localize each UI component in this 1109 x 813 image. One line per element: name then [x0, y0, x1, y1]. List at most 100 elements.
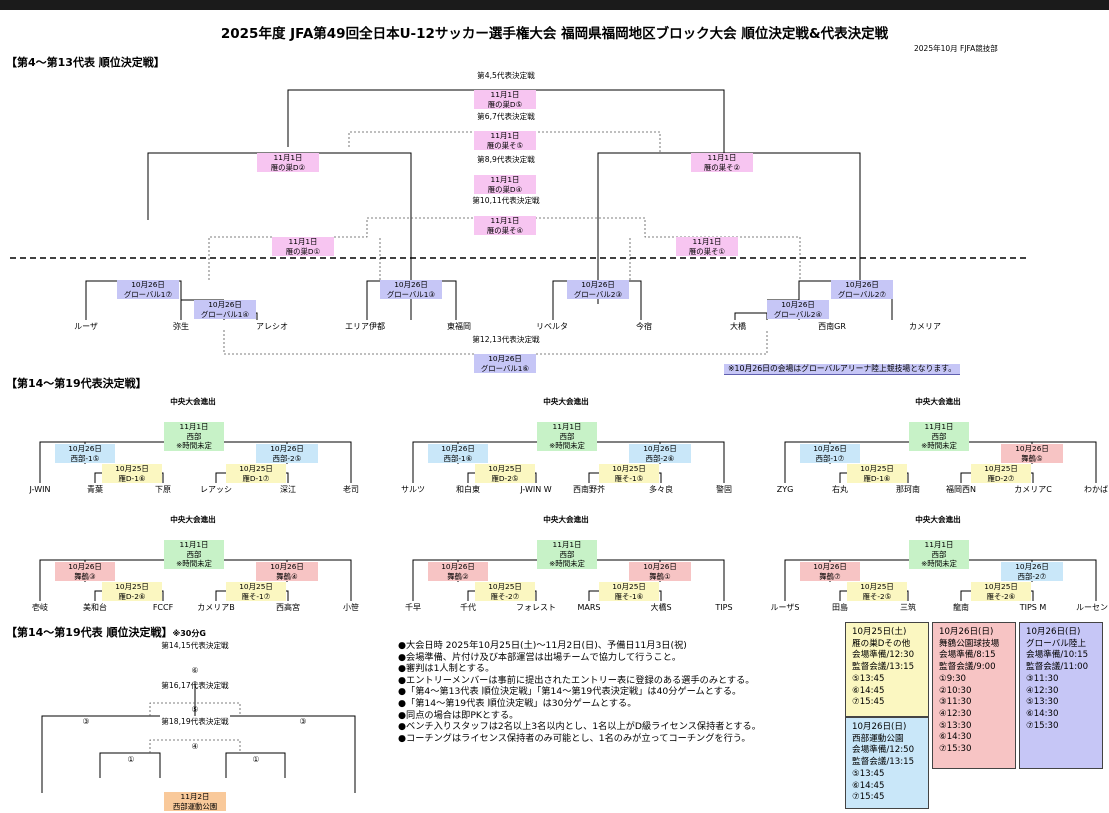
team-name: カメリアC — [1014, 485, 1052, 494]
label-8-9: 第8,9代表決定戦 — [477, 155, 535, 164]
team-name: 美和台 — [83, 603, 107, 612]
center-match-box: 11月1日西部※時間未定 — [537, 540, 597, 569]
team-name: アレシオ — [256, 322, 288, 331]
match-box-g2-7: 10月26日グローバル2⑦ — [831, 280, 893, 300]
center-match-box: 11月1日西部※時間未定 — [537, 422, 597, 451]
team-name: 西南野芥 — [573, 485, 605, 494]
team-name: リベルタ — [536, 322, 568, 331]
match-number: ⑤ — [191, 705, 199, 714]
team-name: 弥生 — [173, 322, 189, 331]
match-box-right-s1: 11月1日雁の巣そ① — [676, 237, 738, 257]
match-number: ④ — [191, 742, 199, 751]
match-box-left-d2: 11月1日雁の巣D② — [257, 153, 319, 173]
advance-label: 中央大会進出 — [170, 515, 216, 524]
right-quarter-box: 10月26日西部-2⑦ — [1001, 562, 1063, 582]
advance-label: 中央大会進出 — [170, 397, 216, 406]
page-title: 2025年度 JFA第49回全日本U-12サッカー選手権大会 福岡県福岡地区ブロ… — [220, 26, 889, 42]
team-name: 那珂南 — [896, 485, 920, 494]
advance-label: 中央大会進出 — [915, 397, 961, 406]
team-name: 警固 — [716, 485, 732, 494]
left-match-box: 10月25日雁そ-2⑦ — [475, 582, 535, 602]
label-6-7: 第6,7代表決定戦 — [477, 112, 535, 121]
team-name: レアッシ — [200, 485, 232, 494]
team-name: 壱岐 — [32, 603, 48, 612]
advance-label: 中央大会進出 — [915, 515, 961, 524]
right-quarter-box: 10月26日舞鶴④ — [256, 562, 318, 582]
team-name: 大橋S — [650, 603, 672, 612]
match-box-8-9: 11月1日雁の巣D④ — [474, 175, 536, 195]
label-14-15: 第14,15代表決定戦 — [161, 641, 229, 650]
rules-list: ●大会日時 2025年10月25日(土)～11月2日(日)、予備日11月3日(祝… — [398, 640, 761, 744]
team-name: J-WIN W — [520, 485, 552, 494]
match-box-g2-4: 10月26日グローバル2④ — [767, 300, 829, 320]
team-name: ルーザS — [770, 603, 800, 612]
match-box-g1-3: 10月26日グローバル1③ — [380, 280, 442, 300]
match-box-4-5: 11月1日雁の巣D⑤ — [474, 90, 536, 110]
label-4-5: 第4,5代表決定戦 — [477, 71, 535, 80]
match-box-10-11: 11月1日雁の巣そ④ — [474, 216, 536, 236]
center-match-box: 11月1日西部※時間未定 — [164, 422, 224, 451]
match-box-right-s2: 11月1日雁の巣そ② — [691, 153, 753, 173]
team-name: 右丸 — [832, 485, 848, 494]
left-match-box: 10月25日雁D-2⑤ — [475, 464, 535, 484]
team-name: フォレスト — [516, 603, 556, 612]
match-number: ⑥ — [191, 666, 199, 675]
left-match-box: 10月25日雁D-1⑥ — [847, 464, 907, 484]
team-name: 千早 — [405, 603, 421, 612]
match-number: ③ — [299, 717, 307, 726]
left-quarter-box: 10月26日舞鶴⑦ — [800, 562, 860, 582]
advance-label: 中央大会進出 — [543, 515, 589, 524]
team-name: 東福岡 — [447, 322, 471, 331]
right-match-box: 10月25日雁D-1⑦ — [226, 464, 286, 484]
match-box-left-d1: 11月1日雁の巣D① — [272, 237, 334, 257]
team-name: ルーセント — [1076, 603, 1109, 612]
match-number: ① — [252, 755, 260, 764]
team-name: 三筑 — [900, 603, 916, 612]
match-box-g1-6: 10月26日グローバル1⑥ — [474, 354, 536, 374]
team-name: ZYG — [776, 485, 794, 494]
right-match-box: 10月25日雁そ-1⑥ — [599, 582, 659, 602]
team-name: カメリアB — [197, 603, 235, 612]
team-name: 下原 — [155, 485, 171, 494]
right-quarter-box: 10月26日西部-2⑤ — [256, 444, 318, 464]
team-name: 深江 — [280, 485, 296, 494]
team-name: 今宿 — [636, 322, 652, 331]
team-name: 龍南 — [953, 603, 969, 612]
match-box-6-7: 11月1日雁の巣そ⑤ — [474, 131, 536, 151]
team-name: 福岡西N — [946, 485, 976, 494]
team-name: J-WIN — [29, 485, 51, 494]
team-name: わかば — [1084, 485, 1108, 494]
team-name: 老司 — [343, 485, 359, 494]
left-quarter-box: 10月26日西部-1⑥ — [428, 444, 488, 464]
team-name: TIPS — [715, 603, 733, 612]
date-org: 2025年10月 FJFA競技部 — [914, 44, 998, 53]
left-quarter-box: 10月26日舞鶴② — [428, 562, 488, 582]
match-box-g1-7: 10月26日グローバル1⑦ — [117, 280, 179, 300]
section1-title: 【第4～第13代表 順位決定戦】 — [6, 56, 165, 69]
team-name: ルーザ — [74, 322, 98, 331]
match-box-g1-4: 10月26日グローバル1④ — [194, 300, 256, 320]
left-quarter-box: 10月26日西部-1⑤ — [55, 444, 115, 464]
left-quarter-box: 10月26日舞鶴③ — [55, 562, 115, 582]
label-16-17: 第16,17代表決定戦 — [161, 681, 229, 690]
center-match-box: 11月1日西部※時間未定 — [909, 422, 969, 451]
team-name: 小笹 — [343, 603, 359, 612]
center-match-box: 11月1日西部※時間未定 — [909, 540, 969, 569]
label-18-19: 第18,19代表決定戦 — [161, 717, 229, 726]
left-match-box: 10月25日雁そ-2⑤ — [847, 582, 907, 602]
top-bar — [0, 0, 1109, 10]
team-name: TIPS M — [1019, 603, 1047, 612]
label-10-11: 第10,11代表決定戦 — [472, 196, 540, 205]
team-name: 田島 — [832, 603, 848, 612]
team-name: 千代 — [460, 603, 476, 612]
match-number: ③ — [82, 717, 90, 726]
left-match-box: 10月25日雁D-2⑥ — [102, 582, 162, 602]
team-name: 青葉 — [87, 485, 103, 494]
team-name: 西南GR — [818, 322, 846, 331]
left-quarter-box: 10月26日西部-1⑦ — [800, 444, 860, 464]
right-quarter-box: 10月26日舞鶴⑤ — [1001, 444, 1063, 464]
right-match-box: 10月25日雁そ-1⑦ — [226, 582, 286, 602]
advance-label: 中央大会進出 — [543, 397, 589, 406]
